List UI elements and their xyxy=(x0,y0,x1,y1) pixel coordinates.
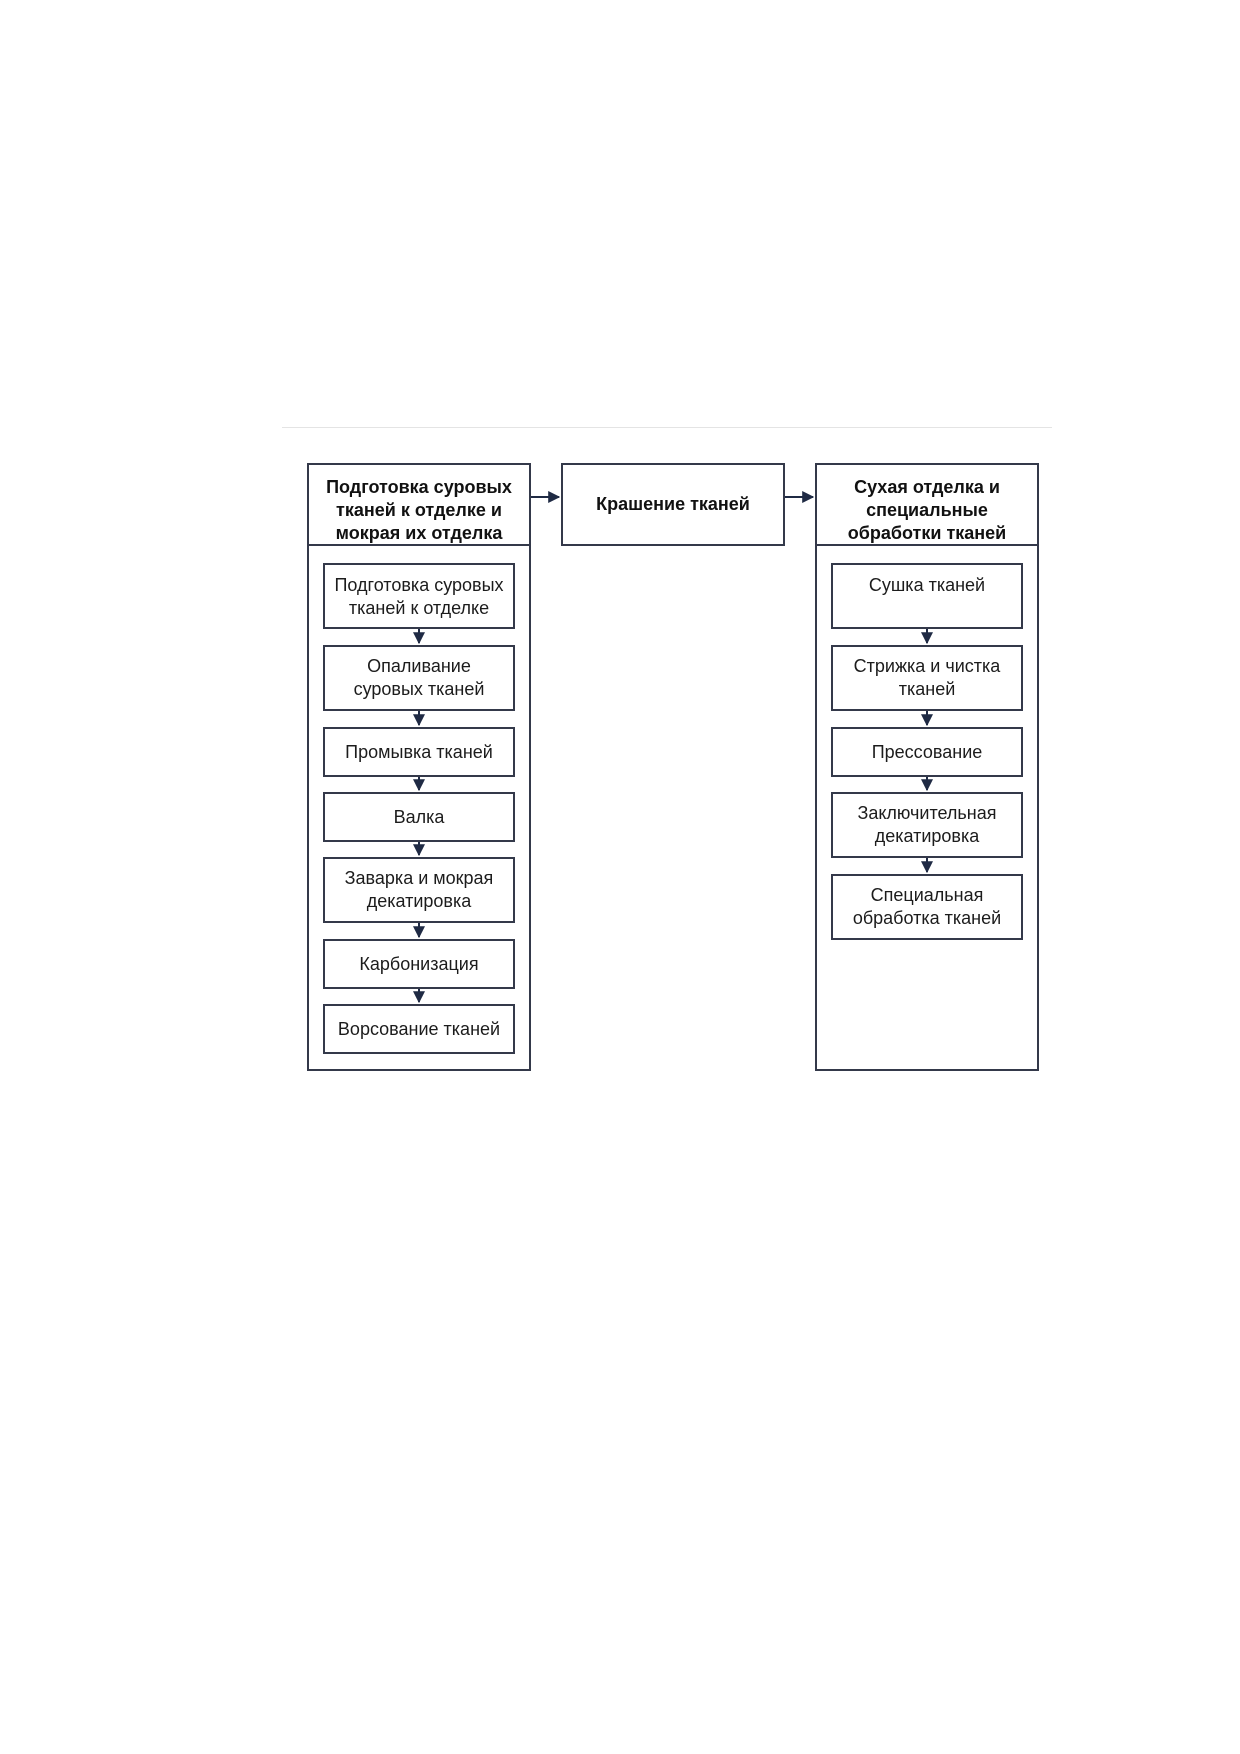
step-washing-label: Промывка тканей xyxy=(345,741,493,762)
step-shearing-label: Стрижка и чистка тканей xyxy=(853,656,1001,699)
column-wet-finishing-header: Подготовка суровых тканей к отделке и мо… xyxy=(309,465,529,546)
step-preparation-label: Подготовка суровых тканей к отделке xyxy=(334,575,504,618)
step-washing: Промывка тканей xyxy=(323,727,515,777)
step-pressing-label: Прессование xyxy=(871,741,983,762)
step-special-treatment-label: Специальная обработка тканей xyxy=(852,885,1002,928)
column-dry-finishing-header: Сухая отделка и специальные обработки тк… xyxy=(817,465,1037,546)
step-raising: Ворсование тканей xyxy=(323,1004,515,1054)
step-fulling-label: Валка xyxy=(393,806,445,827)
column-wet-finishing-title: Подготовка суровых тканей к отделке и мо… xyxy=(326,477,512,543)
step-carbonization-label: Карбонизация xyxy=(359,953,479,974)
step-singeing: Опаливание суровых тканей xyxy=(323,645,515,711)
step-preparation: Подготовка суровых тканей к отделке xyxy=(323,563,515,629)
step-pressing: Прессование xyxy=(831,727,1023,777)
step-drying-label: Сушка тканей xyxy=(868,575,986,595)
step-final-decatizing-label: Заключительная декатировка xyxy=(857,803,997,846)
step-singeing-label: Опаливание суровых тканей xyxy=(353,656,485,699)
step-crabbing: Заварка и мокрая декатировка xyxy=(323,857,515,923)
step-raising-label: Ворсование тканей xyxy=(337,1018,501,1039)
step-final-decatizing: Заключительная декатировка xyxy=(831,792,1023,858)
horizontal-rule xyxy=(282,427,1052,428)
step-dyeing-label: Крашение тканей xyxy=(596,494,750,514)
step-drying: Сушка тканей xyxy=(831,563,1023,629)
step-fulling: Валка xyxy=(323,792,515,842)
step-dyeing: Крашение тканей xyxy=(561,463,785,546)
step-carbonization: Карбонизация xyxy=(323,939,515,989)
step-shearing: Стрижка и чистка тканей xyxy=(831,645,1023,711)
step-crabbing-label: Заварка и мокрая декатировка xyxy=(344,868,494,911)
column-dry-finishing-title: Сухая отделка и специальные обработки тк… xyxy=(847,477,1007,543)
step-special-treatment: Специальная обработка тканей xyxy=(831,874,1023,940)
